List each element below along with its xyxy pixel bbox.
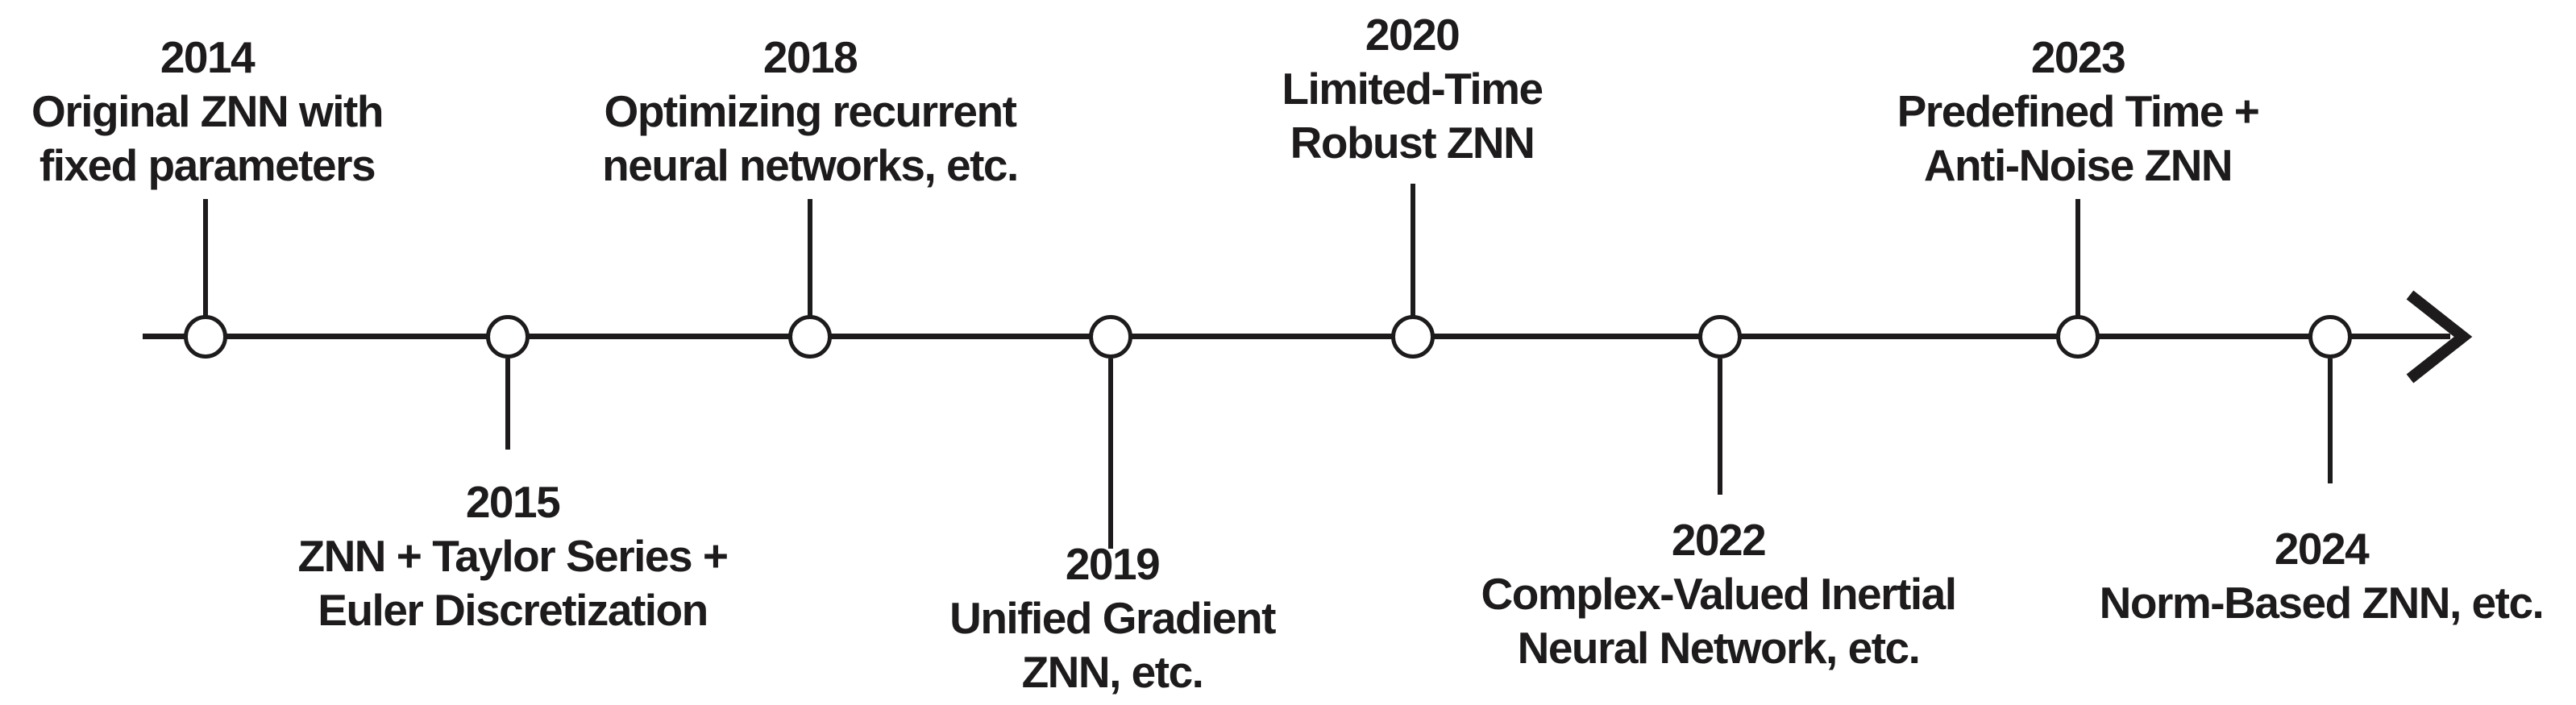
node-circle-2014	[184, 315, 227, 359]
node-circle-2024	[2308, 315, 2352, 359]
arrowhead-icon	[2406, 290, 2473, 384]
event-desc-line: Predefined Time +	[1897, 86, 2260, 136]
event-year: 2020	[1365, 10, 1460, 60]
event-label-2018: 2018 Optimizing recurrent neural network…	[602, 31, 1019, 193]
event-desc-line: Euler Discretization	[318, 585, 708, 635]
connector-stem	[2328, 359, 2333, 483]
connector-stem	[1718, 359, 1722, 495]
connector-stem	[2075, 199, 2080, 316]
connector-stem	[203, 199, 208, 316]
event-desc-line: neural networks, etc.	[602, 140, 1019, 190]
event-desc-line: fixed parameters	[39, 140, 376, 190]
event-desc-line: Original ZNN with	[31, 86, 384, 136]
event-year: 2019	[1065, 539, 1161, 589]
node-circle-2023	[2056, 315, 2100, 359]
connector-stem	[1411, 184, 1415, 316]
event-desc-line: Norm-Based ZNN, etc.	[2099, 578, 2545, 628]
event-year: 2015	[465, 477, 561, 527]
event-desc-line: Complex-Valued Inertial	[1481, 569, 1957, 619]
connector-stem	[1108, 359, 1113, 549]
event-desc-line: Anti-Noise ZNN	[1923, 140, 2233, 190]
event-desc-line: Limited-Time	[1282, 64, 1544, 114]
connector-stem	[808, 199, 812, 316]
event-label-2019: 2019 Unified Gradient ZNN, etc.	[949, 537, 1276, 699]
event-desc-line: Optimizing recurrent	[604, 86, 1017, 136]
event-desc-line: Neural Network, etc.	[1517, 623, 1921, 673]
event-label-2015: 2015 ZNN + Taylor Series + Euler Discret…	[297, 475, 729, 637]
event-label-2022: 2022 Complex-Valued Inertial Neural Netw…	[1481, 513, 1957, 675]
connector-stem	[505, 359, 510, 450]
timeline-axis	[143, 334, 2450, 339]
event-desc-line: Robust ZNN	[1290, 118, 1535, 168]
event-label-2020: 2020 Limited-Time Robust ZNN	[1282, 8, 1544, 170]
event-desc-line: ZNN + Taylor Series +	[297, 531, 729, 581]
event-year: 2024	[2274, 524, 2370, 574]
event-label-2014: 2014 Original ZNN with fixed parameters	[31, 31, 384, 193]
node-circle-2022	[1698, 315, 1742, 359]
event-year: 2014	[160, 32, 256, 82]
event-year: 2022	[1671, 515, 1767, 565]
event-year: 2018	[762, 32, 858, 82]
node-circle-2015	[486, 315, 530, 359]
event-year: 2023	[2030, 32, 2126, 82]
event-label-2023: 2023 Predefined Time + Anti-Noise ZNN	[1897, 31, 2260, 193]
node-circle-2019	[1089, 315, 1132, 359]
node-circle-2020	[1391, 315, 1435, 359]
event-desc-line: ZNN, etc.	[1021, 647, 1204, 697]
event-desc-line: Unified Gradient	[949, 593, 1276, 643]
event-label-2024: 2024 Norm-Based ZNN, etc.	[2099, 522, 2545, 630]
node-circle-2018	[788, 315, 832, 359]
